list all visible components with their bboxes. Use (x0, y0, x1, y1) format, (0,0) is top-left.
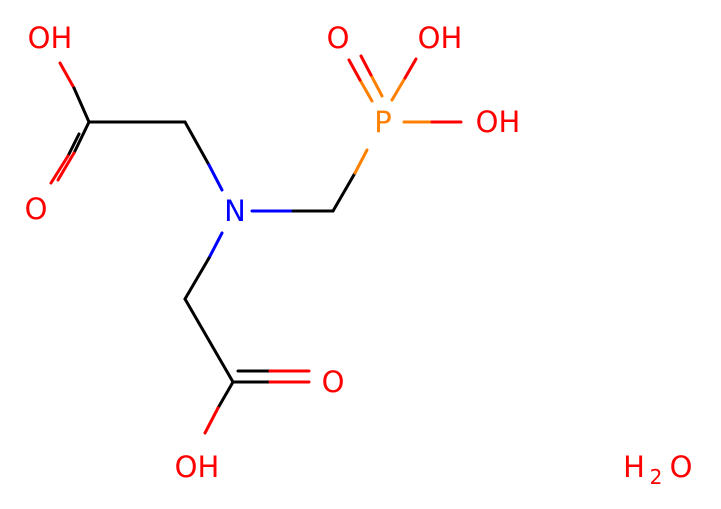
bond-oh-c1 (58, 61, 76, 90)
bond-c1-o-b (66, 132, 81, 158)
bond-p-o-a2 (347, 58, 362, 82)
bond-ch2-p (331, 171, 357, 213)
bond-n-ch2d (207, 231, 224, 260)
water-h: H (623, 450, 645, 484)
bonds (49, 54, 463, 435)
water-subscript: 2 (650, 465, 663, 489)
label-p-center: P (374, 105, 392, 139)
bond-ch2-n (183, 120, 211, 167)
bond-c1-o-a2 (56, 151, 76, 182)
bond-ch2-c2 (183, 297, 235, 384)
bond-oh-c1b (72, 86, 91, 124)
bond-p-o-a (358, 78, 374, 103)
bond-p-o-b2 (359, 54, 373, 77)
label-o-top-left: O (25, 192, 48, 226)
label-oh-p-right: OH (476, 105, 521, 139)
water-o: O (670, 450, 693, 484)
bond-c2-oh2 (203, 406, 220, 435)
bond-c1-o-b2 (49, 154, 70, 185)
atom-labels: OH O N P O OH OH O OH (25, 21, 521, 484)
water-molecule: H 2 O (623, 450, 692, 489)
label-o-bottom: O (322, 365, 345, 399)
label-oh-bottom: OH (175, 450, 220, 484)
bond-c2-oh (216, 380, 235, 410)
bond-p-oh-top2 (403, 57, 418, 80)
label-oh-top-left: OH (28, 21, 73, 55)
bond-n-ch2d2 (183, 256, 211, 301)
bond-ch2-n2 (207, 163, 224, 192)
bond-c1-o-a (72, 120, 91, 155)
bond-p-o-b (369, 73, 384, 98)
label-oh-p-top: OH (418, 21, 463, 55)
label-n-center: N (224, 194, 246, 228)
label-o-on-p: O (327, 21, 350, 55)
bond-p-oh-top (390, 76, 407, 102)
bond-ch2-p2 (353, 148, 369, 175)
